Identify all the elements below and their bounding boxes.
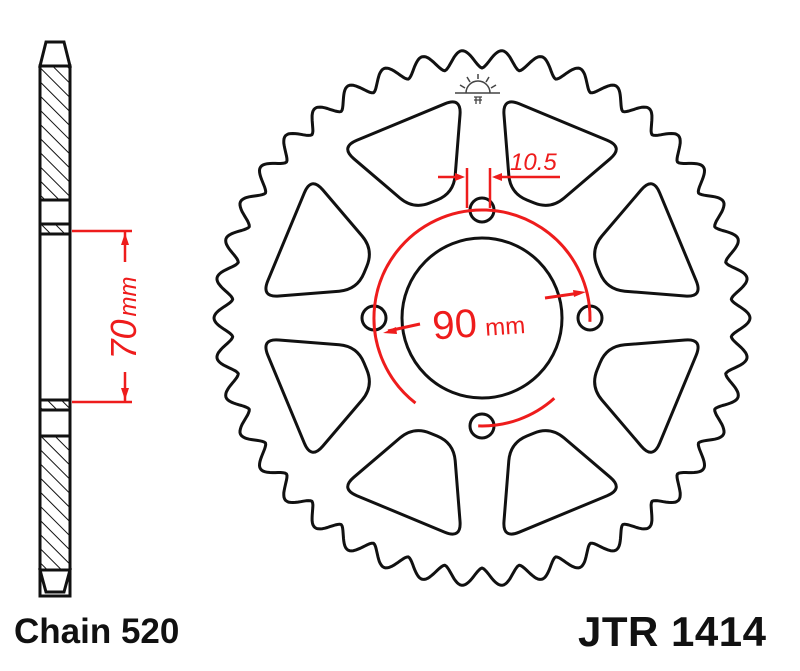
lightening-cutout — [593, 182, 700, 298]
side-offset-value: 70 — [103, 319, 144, 359]
bolt-circle-dimension — [372, 208, 592, 428]
part-number-label: JTR 1414 — [578, 608, 767, 655]
side-offset-label: 70mm — [103, 276, 144, 359]
lightening-cutout — [346, 429, 462, 536]
bolt-holes — [360, 196, 604, 440]
lightening-cutout — [264, 338, 371, 454]
sprocket-teeth-outline — [212, 49, 752, 587]
lightening-cutout — [593, 338, 700, 454]
lightening-cutouts — [264, 100, 700, 536]
lightening-cutout — [264, 182, 371, 298]
side-offset-dimension — [72, 229, 132, 404]
center-hub-bore — [400, 236, 564, 400]
bolt-circle-value: 90 — [431, 301, 478, 348]
lightening-cutout — [502, 429, 618, 536]
jt-sunrise-logo-icon — [455, 74, 500, 104]
side-profile-view — [38, 40, 72, 598]
chain-size-label: Chain 520 — [14, 612, 180, 651]
lightening-cutout — [502, 100, 618, 207]
svg-text:70mm: 70mm — [103, 276, 144, 359]
sprocket-front-view — [212, 49, 752, 587]
bolt-circle-unit: mm — [484, 312, 526, 342]
bolt-hole-dimension — [438, 168, 560, 208]
lightening-cutout — [346, 100, 462, 207]
side-offset-unit: mm — [115, 276, 142, 316]
bolt-hole-label: 10.5 — [510, 149, 557, 176]
